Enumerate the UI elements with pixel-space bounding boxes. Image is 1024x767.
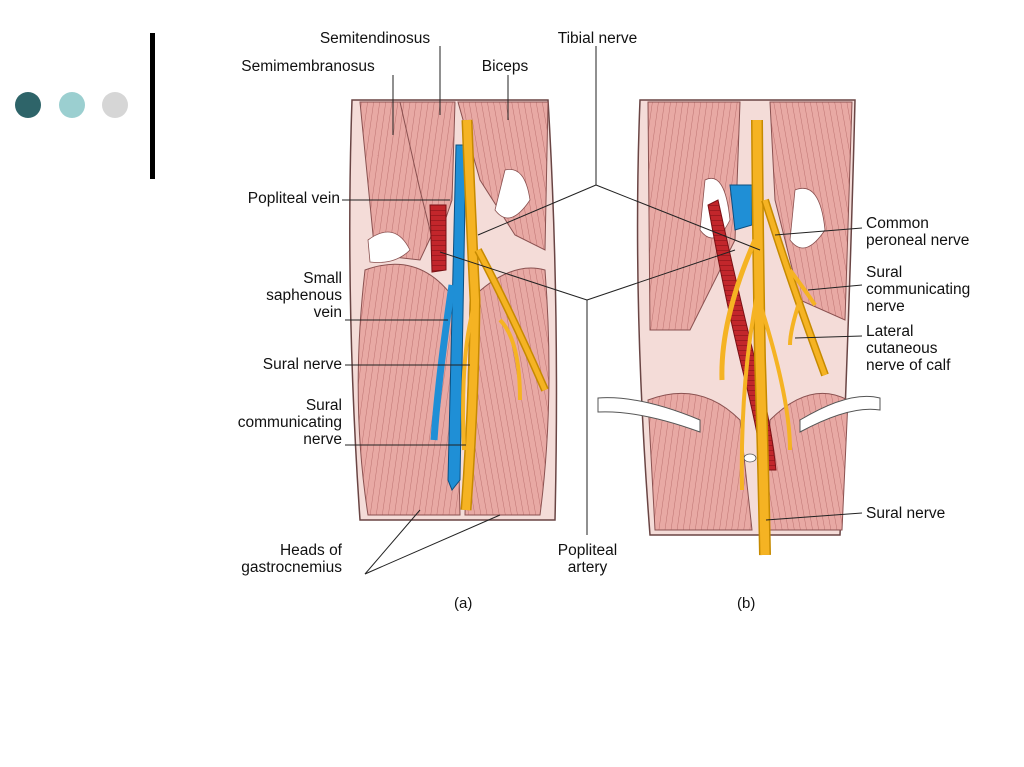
medial-muscles-b xyxy=(647,101,741,331)
sural-communicating-nerve-a xyxy=(498,318,522,401)
label-heads-of-gastrocnemius: Heads of gastrocnemius xyxy=(241,542,342,576)
label-semitendinosus: Semitendinosus xyxy=(319,30,431,47)
popliteal-artery-a xyxy=(429,204,447,273)
popliteal-vein-b xyxy=(729,184,753,231)
label-small-saphenous-vein: Small saphenous vein xyxy=(266,270,342,321)
lateral-cutaneous-nerve-b xyxy=(788,299,802,346)
label-semimembranosus: Semimembranosus xyxy=(241,58,375,75)
slide-bullet-dot-gray xyxy=(102,92,128,118)
slide-divider-bar xyxy=(150,33,155,179)
biceps-muscle xyxy=(457,101,549,251)
label-lateral-cutaneous-nerve: Lateral cutaneous nerve of calf xyxy=(866,323,951,374)
gastrocnemius-medial-head-a xyxy=(357,263,461,516)
sural-nerve-a xyxy=(461,309,475,451)
label-sural-nerve-a: Sural nerve xyxy=(262,356,342,373)
label-pane-b: (b) xyxy=(737,595,756,612)
sural-communicating-nerve-b xyxy=(788,268,817,307)
panel-a xyxy=(349,99,558,521)
label-common-peroneal-nerve: Common peroneal nerve xyxy=(866,215,970,249)
gastrocnemius-lateral-head-a xyxy=(464,267,550,516)
slide-bullet-dot-teal xyxy=(59,92,85,118)
label-sural-nerve-b: Sural nerve xyxy=(866,505,946,522)
small-saphenous-vein-a xyxy=(430,284,456,441)
label-sural-communicating-nerve-b: Sural communicating nerve xyxy=(866,264,971,315)
label-tibial-nerve: Tibial nerve xyxy=(557,30,638,47)
label-pane-a: (a) xyxy=(454,595,473,612)
panel-b xyxy=(597,99,881,556)
label-sural-communicating-nerve-a: Sural communicating nerve xyxy=(237,397,342,448)
leader-lines xyxy=(342,46,863,575)
gastrocnemius-lateral-head-b xyxy=(764,392,849,531)
slide-bullet-dot-dark xyxy=(15,92,41,118)
label-popliteal-artery: Popliteal artery xyxy=(557,542,618,576)
label-biceps: Biceps xyxy=(481,58,529,75)
label-popliteal-vein: Popliteal vein xyxy=(247,190,340,207)
